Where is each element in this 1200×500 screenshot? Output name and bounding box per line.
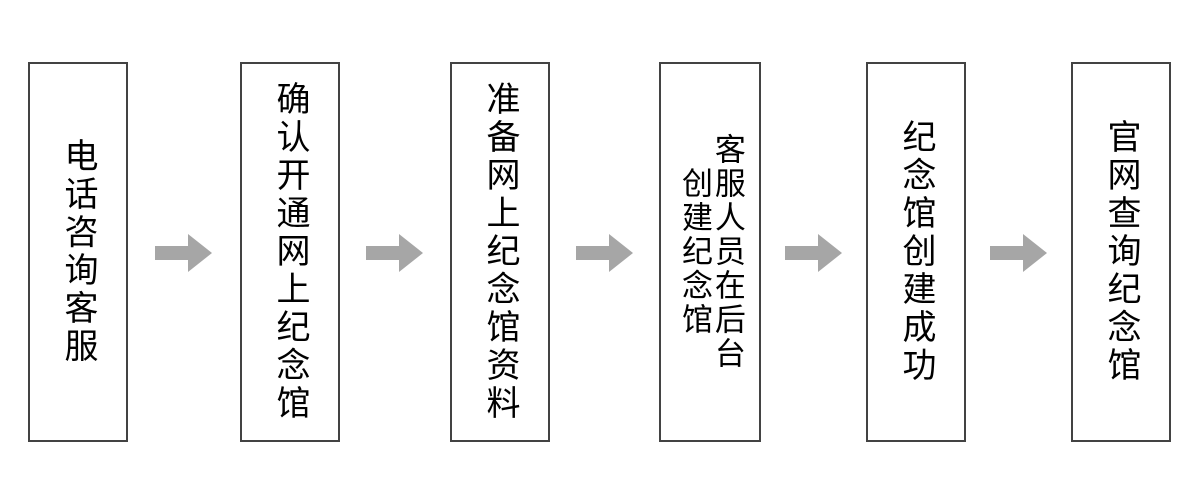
node-4-label-column-2: 创建纪念馆 (676, 167, 712, 337)
process-node-4[interactable]: 客服人员在后台 创建纪念馆 (659, 62, 761, 442)
flow-arrow-4-icon (785, 232, 843, 274)
process-node-2[interactable]: 确认开通网上纪念馆 (240, 62, 340, 442)
flow-arrow-1-icon (155, 232, 213, 274)
process-node-1[interactable]: 电话咨询客服 (28, 62, 128, 442)
node-1-label: 电话咨询客服 (58, 138, 99, 366)
process-node-3[interactable]: 准备网上纪念馆资料 (450, 62, 550, 442)
process-node-6[interactable]: 官网查询纪念馆 (1071, 62, 1171, 442)
node-5-label: 纪念馆创建成功 (896, 119, 937, 385)
flow-arrow-5-icon (990, 232, 1048, 274)
node-3-label: 准备网上纪念馆资料 (480, 81, 521, 423)
node-4-label-column-1: 客服人员在后台 (708, 133, 745, 371)
flow-arrow-2-icon (366, 232, 424, 274)
node-2-label: 确认开通网上纪念馆 (270, 81, 311, 423)
flow-arrow-3-icon (576, 232, 634, 274)
node-6-label: 官网查询纪念馆 (1101, 119, 1142, 385)
process-node-5[interactable]: 纪念馆创建成功 (866, 62, 966, 442)
